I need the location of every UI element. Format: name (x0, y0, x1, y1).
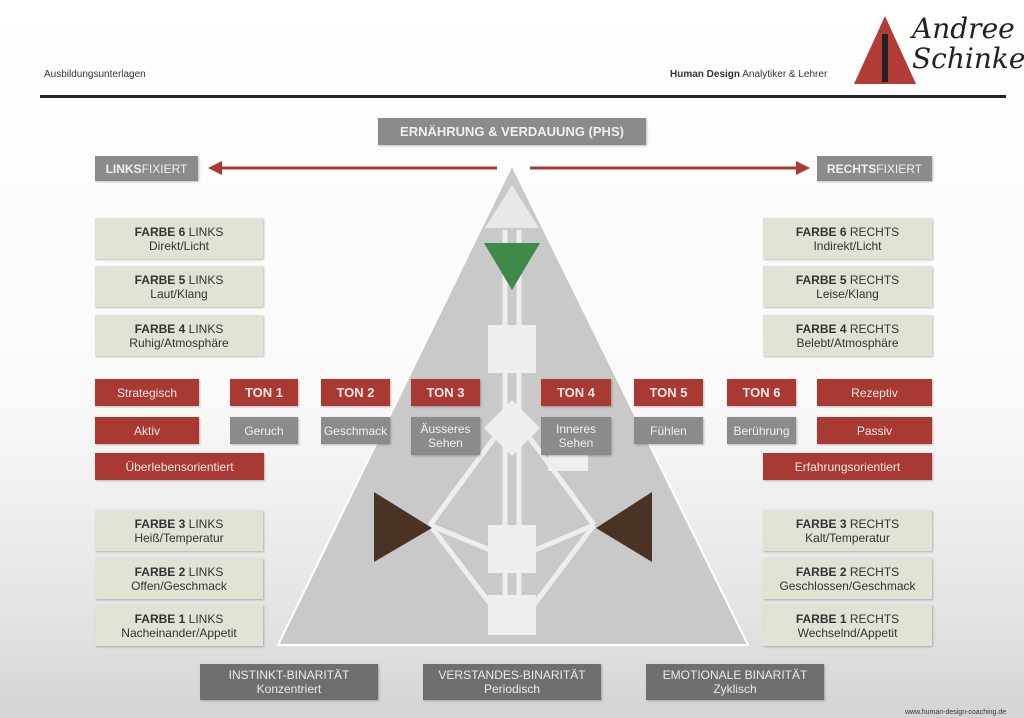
sense-beruehrung: Berührung (727, 417, 796, 444)
sense-fuehlen: Fühlen (634, 417, 703, 444)
header-left: Ausbildungsunterlagen (44, 69, 146, 80)
links-rest: FIXIERT (141, 161, 188, 176)
ton-4: TON 4 (541, 379, 611, 406)
title-box: ERNÄHRUNG & VERDAUUNG (PHS) (378, 118, 646, 145)
header-right-bold: Human Design (670, 69, 741, 80)
arrows (208, 161, 810, 175)
links-fixiert: LINKS FIXIERT (95, 156, 198, 181)
label-erfahrungsorientiert: Erfahrungsorientiert (763, 453, 932, 480)
ton-5: TON 5 (634, 379, 703, 406)
ton-2: TON 2 (321, 379, 390, 406)
head-center (485, 185, 539, 228)
title-text: ERNÄHRUNG & VERDAUUNG (PHS) (400, 123, 624, 139)
label-strategisch: Strategisch (95, 379, 199, 406)
label-rezeptiv: Rezeptiv (817, 379, 932, 406)
label-passiv: Passiv (817, 417, 932, 444)
header-right: Human Design Analytiker & Lehrer (670, 69, 827, 80)
rechts-rest: FIXIERT (876, 161, 923, 176)
header-right-rest: Analytiker & Lehrer (740, 69, 828, 80)
ego-center (548, 455, 588, 471)
rechts-fixiert: RECHTS FIXIERT (817, 156, 932, 181)
sacral-center (488, 525, 536, 573)
links-bold: LINKS (105, 161, 142, 176)
solar-plexus-center (596, 492, 652, 562)
ton-1: TON 1 (230, 379, 298, 406)
sense-geschmack: Geschmack (321, 417, 390, 444)
sense-inneres-sehen: Inneres Sehen (541, 417, 611, 455)
ajna-center (484, 243, 540, 290)
throat-center (488, 325, 536, 373)
rechts-bold: RECHTS (826, 161, 877, 176)
label-aktiv: Aktiv (95, 417, 199, 444)
ton-3: TON 3 (411, 379, 480, 406)
spleen-center (374, 492, 432, 562)
g-center (484, 400, 540, 456)
sense-geruch: Geruch (230, 417, 298, 444)
header-divider (40, 95, 1006, 98)
label-ueberlebensorientiert: Überlebensorientiert (95, 453, 264, 480)
root-center (488, 595, 536, 635)
footer-url: www.human-design-coaching.de (905, 709, 1007, 716)
ton-6: TON 6 (727, 379, 796, 406)
sense-aeusseres-sehen: Äusseres Sehen (411, 417, 480, 455)
